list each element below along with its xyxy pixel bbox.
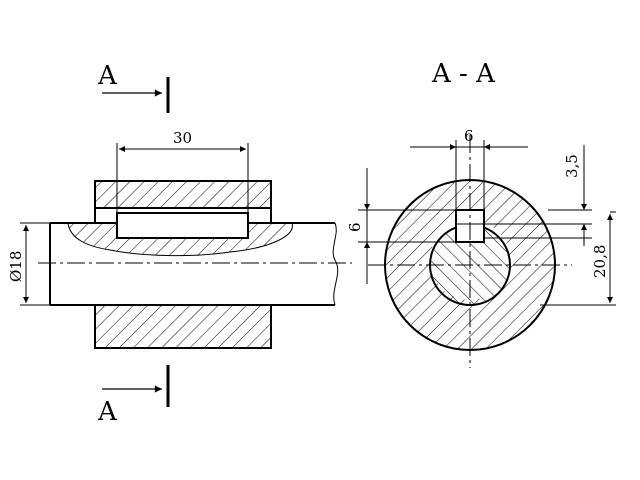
dimension-hub-depth xyxy=(484,211,616,306)
key-body xyxy=(116,212,249,239)
section-mark-upper: A xyxy=(97,61,118,91)
dimension-key-width xyxy=(410,140,528,210)
dimension-hub-keyway-depth-label: 3,5 xyxy=(563,154,581,178)
dimension-key-length-label: 30 xyxy=(173,129,192,147)
hub-lower-section xyxy=(94,304,272,349)
section-title: A - A xyxy=(431,59,496,89)
dimension-key-width-label: 6 xyxy=(464,127,474,145)
dimension-shaft-diameter xyxy=(20,222,50,306)
dimension-shaft-diameter-label: Ø18 xyxy=(7,251,25,282)
dimension-key-length xyxy=(116,143,249,213)
dimension-hub-depth-label: 20,8 xyxy=(591,245,609,278)
section-mark-lower: A xyxy=(97,397,118,427)
dimension-key-height-label: 6 xyxy=(346,222,364,232)
dimension-hub-keyway-depth xyxy=(484,145,592,246)
dimension-key-height xyxy=(358,168,456,284)
